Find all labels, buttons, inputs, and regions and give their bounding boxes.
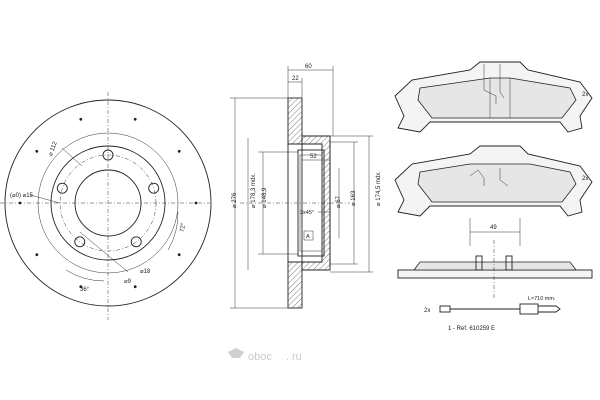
perimeter-mark <box>177 253 181 257</box>
perimeter-mark <box>79 285 83 289</box>
dim-60: 60 <box>305 64 312 70</box>
pad-ref-label: 1 - Ref. 610259 E <box>448 326 495 332</box>
bolt-hole <box>56 182 68 194</box>
disc-center-bore <box>74 169 142 237</box>
perimeter-mark <box>177 149 181 153</box>
sensor-length: L≈710 mm. <box>528 296 556 302</box>
dim-67: ⌀ 67 <box>336 195 342 208</box>
dim-148: ⌀ 148,9 <box>262 187 268 208</box>
disc-bolt-holes <box>56 149 160 248</box>
watermark-brand: oboc <box>248 351 272 363</box>
dim-112: ⌀ 112 <box>48 140 59 157</box>
disc-section-view: 60 22 ⌀ 276 ⌀ 178,3 mdx. ⌀ 148,9 52 ⌀ 67… <box>230 64 382 309</box>
bolt-hole <box>74 236 86 248</box>
brake-pad-top: 2x <box>394 61 593 133</box>
watermark-domain-dot: . <box>286 351 289 363</box>
sensor-qty: 2x <box>424 308 430 314</box>
angle-36: 36° <box>80 287 90 293</box>
perimeter-mark <box>35 253 39 257</box>
perimeter-mark <box>79 117 83 121</box>
chamfer-label: 3x45° <box>300 210 314 216</box>
disc-perimeter-marks <box>18 117 198 289</box>
disc-front-view: ⌀ 112 (⌀0) ⌀15 ⌀18 ⌀9 72° 36° <box>0 92 212 320</box>
perimeter-mark <box>194 201 198 205</box>
dim-18: ⌀18 <box>140 269 151 275</box>
watermark-logo-icon <box>228 348 244 358</box>
wear-sensor: 2x L≈710 mm. 1 - Ref. 610259 E <box>424 296 561 332</box>
pad-bottom-qty: 2x <box>582 176 588 182</box>
watermark-domain: ru <box>292 351 302 363</box>
disc-outer-edge <box>4 99 212 307</box>
dim-276: ⌀ 276 <box>232 192 238 208</box>
bolt-hole <box>148 182 160 194</box>
perimeter-mark <box>133 285 137 289</box>
pad-top-qty: 2x <box>582 92 588 98</box>
dim-9: ⌀9 <box>124 279 132 285</box>
datum-a-label: A <box>306 234 310 240</box>
dim-22: 22 <box>292 76 299 82</box>
dim-163: ⌀ 163 <box>351 190 357 206</box>
watermark: oboc . ru <box>228 348 302 363</box>
perimeter-mark <box>18 201 22 205</box>
pad-width-dim: 49 <box>490 225 497 231</box>
perimeter-mark <box>133 117 137 121</box>
angle-72: 72° <box>180 222 188 233</box>
bolt-hole <box>102 149 114 161</box>
brake-pad-side-view <box>397 240 593 300</box>
dim-174: ⌀ 174,5 mdx. <box>376 171 382 206</box>
dim-52: 52 <box>310 154 317 160</box>
perimeter-mark <box>35 149 39 153</box>
dim-178: ⌀ 178,3 mdx. <box>251 173 257 208</box>
brake-pad-bottom: 2x 49 <box>394 145 593 246</box>
dim-90-15: (⌀0) ⌀15 <box>10 193 34 199</box>
bolt-hole <box>130 236 142 248</box>
